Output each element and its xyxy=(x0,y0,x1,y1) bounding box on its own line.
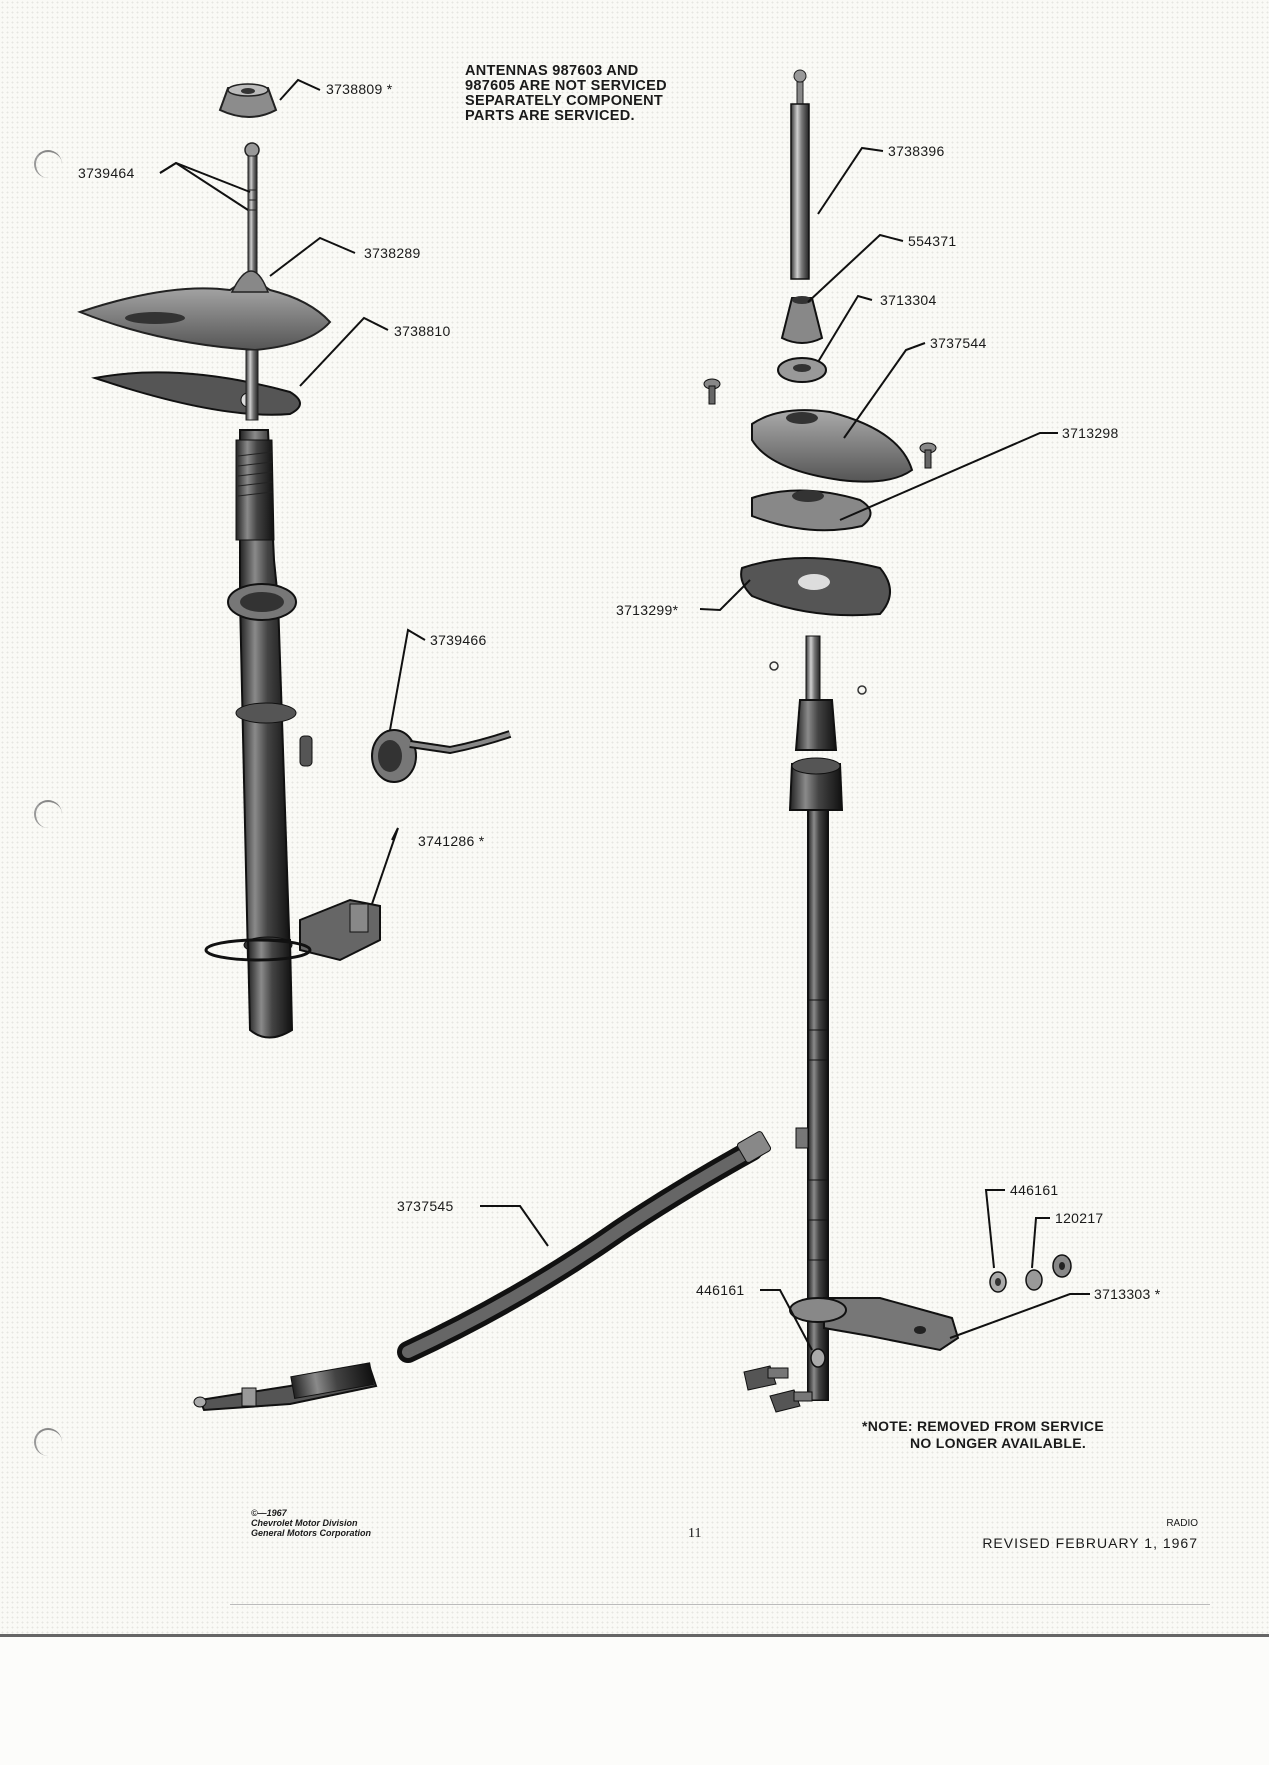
nut-right xyxy=(1052,1254,1072,1278)
removed-from-service-note: *NOTE: REMOVED FROM SERVICE NO LONGER AV… xyxy=(862,1418,1104,1452)
lockwasher-120217 xyxy=(1025,1269,1043,1291)
part-label-3739464: 3739464 xyxy=(78,165,135,181)
publisher-block: ©—1967 Chevrolet Motor Division General … xyxy=(251,1508,371,1538)
cable-3737545 xyxy=(193,1131,772,1412)
body-3737544 xyxy=(751,409,914,483)
part-label-446161-right: 446161 xyxy=(1010,1182,1059,1198)
corporation-name: General Motors Corporation xyxy=(251,1528,372,1538)
part-label-3713304: 3713304 xyxy=(880,292,937,308)
note-line: PARTS ARE SERVICED. xyxy=(465,108,635,124)
part-label-3739466: 3739466 xyxy=(430,632,487,648)
serviceability-note: ANTENNAS 987603 AND 987605 ARE NOT SERVI… xyxy=(465,64,667,124)
revision-block: RADIO REVISED FEBRUARY 1, 1967 xyxy=(950,1518,1198,1551)
division-name: Chevrolet Motor Division xyxy=(251,1518,358,1528)
leader-lines xyxy=(159,78,1090,1351)
part-label-3737544: 3737544 xyxy=(930,335,987,351)
note-line: 987605 ARE NOT SERVICED xyxy=(465,78,667,94)
part-label-3737545: 3737545 xyxy=(397,1198,454,1214)
base-3713298 xyxy=(751,489,872,532)
section-name: RADIO xyxy=(1166,1518,1198,1529)
copyright: ©—1967 xyxy=(251,1508,287,1518)
bracket-3713303 xyxy=(789,1297,960,1352)
binder-hole-bottom xyxy=(34,1428,62,1456)
part-label-3738289: 3738289 xyxy=(364,245,421,261)
part-label-3738809: 3738809 * xyxy=(326,81,393,97)
part-label-3741286: 3741286 * xyxy=(418,833,485,849)
washer-446161-right xyxy=(989,1271,1007,1293)
page-rule xyxy=(230,1604,1210,1605)
part-label-3738810: 3738810 xyxy=(394,323,451,339)
washer-446161-left xyxy=(810,1348,826,1368)
screw-right xyxy=(919,442,937,469)
binder-hole-top xyxy=(34,150,62,178)
note-line-1: *NOTE: REMOVED FROM SERVICE xyxy=(862,1418,1104,1434)
bolts xyxy=(743,1365,813,1413)
nut-554371 xyxy=(780,296,824,344)
part-label-554371: 554371 xyxy=(908,233,957,249)
bezel-3738289 xyxy=(77,270,332,352)
note-line: SEPARATELY COMPONENT xyxy=(465,93,664,109)
connector-3739466 xyxy=(371,729,512,783)
scan-background xyxy=(0,1637,1269,1765)
mast-body xyxy=(227,349,313,1039)
page-number: 11 xyxy=(688,1526,702,1541)
part-label-3713299: 3713299* xyxy=(616,602,679,618)
part-label-446161-left: 446161 xyxy=(696,1282,745,1298)
page-edge xyxy=(0,1634,1269,1637)
note-line-2: NO LONGER AVAILABLE. xyxy=(910,1435,1087,1451)
bracket-3741286 xyxy=(204,898,381,962)
part-label-3713303: 3713303 * xyxy=(1094,1286,1161,1302)
rod-3739464 xyxy=(244,142,260,277)
note-line: ANTENNAS 987603 AND xyxy=(465,63,639,79)
gasket-3713299 xyxy=(740,557,891,617)
screw-left xyxy=(703,378,721,405)
washer-3713304 xyxy=(777,357,827,383)
revision-date: REVISED FEBRUARY 1, 1967 xyxy=(982,1535,1198,1551)
part-label-3738396: 3738396 xyxy=(888,143,945,159)
cap-nut-3738809 xyxy=(218,83,278,118)
binder-hole-middle xyxy=(34,800,62,828)
rod-3738396 xyxy=(790,69,810,280)
gasket-3738810 xyxy=(91,371,301,416)
part-label-3713298: 3713298 xyxy=(1062,425,1119,441)
mast-right xyxy=(788,635,844,1401)
part-label-120217: 120217 xyxy=(1055,1210,1104,1226)
